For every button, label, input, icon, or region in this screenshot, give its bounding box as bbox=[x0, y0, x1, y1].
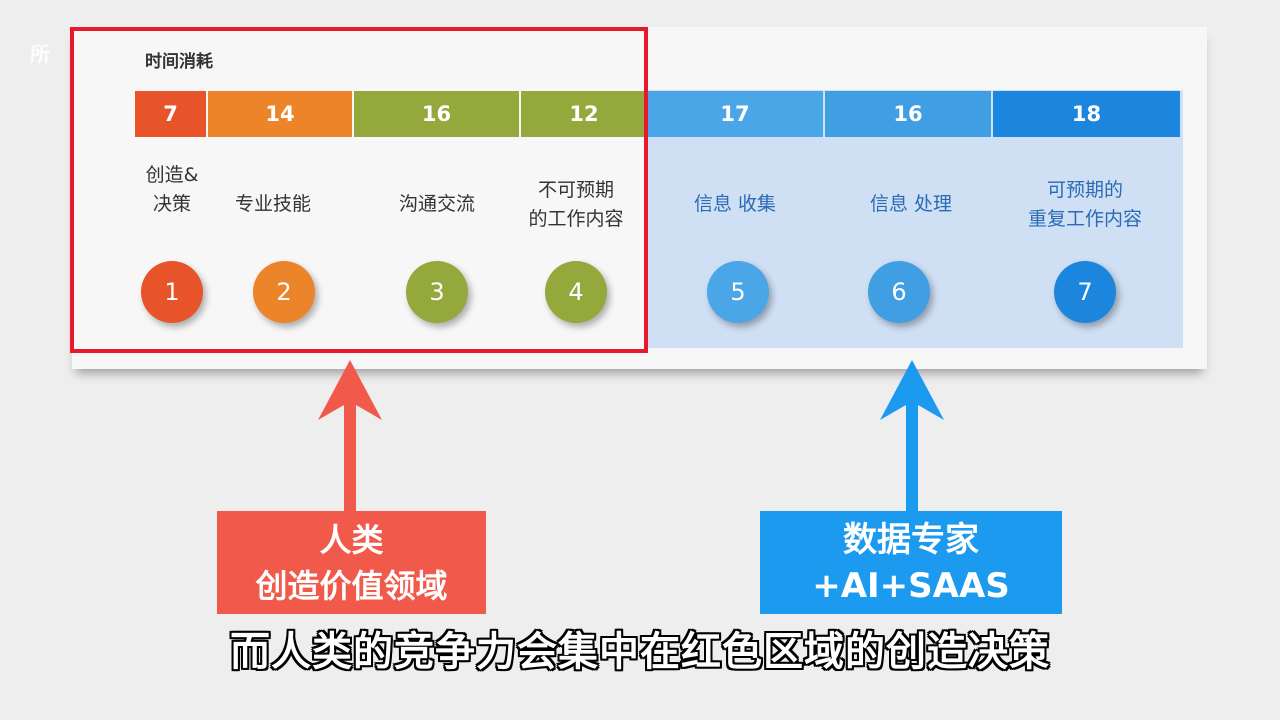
time-bar-segment: 7 bbox=[135, 91, 206, 137]
up-arrow-icon bbox=[880, 360, 944, 513]
number-circle: 1 bbox=[141, 261, 203, 323]
category-label: 专业技能 bbox=[234, 193, 311, 215]
human-box-title: 人类 bbox=[319, 520, 384, 559]
time-bar-segment: 18 bbox=[993, 91, 1180, 137]
human-box-subtitle: 创造价值领域 bbox=[255, 566, 448, 605]
time-bar-segment: 17 bbox=[647, 91, 823, 137]
expert-box-title: 数据专家 bbox=[843, 519, 979, 560]
number-circle: 5 bbox=[707, 261, 769, 323]
category-label: 可预期的重复工作内容 bbox=[1027, 179, 1142, 230]
number-circle: 4 bbox=[545, 261, 607, 323]
watermark: 所 bbox=[30, 42, 50, 66]
expert-box-subtitle: +AI+SAAS bbox=[812, 565, 1010, 606]
time-consumption-label: 时间消耗 bbox=[145, 52, 213, 72]
human-area-highlight-frame bbox=[70, 27, 648, 353]
category-label: 信息 收集 bbox=[693, 193, 777, 215]
time-bar-segment: 12 bbox=[521, 91, 647, 137]
number-circle: 7 bbox=[1054, 261, 1116, 323]
time-bar-segment: 14 bbox=[208, 91, 352, 137]
category-label: 沟通交流 bbox=[398, 193, 475, 215]
time-bar-segment: 16 bbox=[825, 91, 991, 137]
category-label: 创造&决策 bbox=[145, 164, 199, 215]
video-subtitle: 而人类的竞争力会集中在红色区域的创造决策 bbox=[230, 629, 1050, 675]
up-arrow-icon bbox=[318, 360, 382, 513]
number-circle: 2 bbox=[253, 261, 315, 323]
human-value-box: 人类 创造价值领域 bbox=[217, 511, 486, 614]
category-label: 信息 处理 bbox=[869, 193, 953, 215]
number-circle: 6 bbox=[868, 261, 930, 323]
category-label: 不可预期的工作内容 bbox=[528, 179, 624, 230]
time-bar-segment: 16 bbox=[354, 91, 519, 137]
number-circle: 3 bbox=[406, 261, 468, 323]
data-expert-box: 数据专家 +AI+SAAS bbox=[760, 511, 1062, 614]
